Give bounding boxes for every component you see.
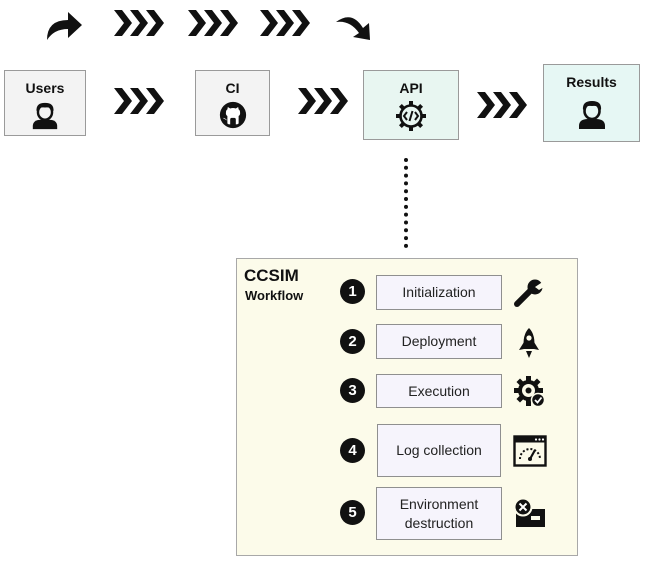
api-node: API (363, 70, 459, 140)
chevrons-icon (475, 90, 527, 120)
chevrons-icon (296, 86, 348, 116)
dashboard-window-icon (513, 435, 547, 467)
panel-subtitle: Workflow (245, 288, 304, 303)
users-node: Users (4, 70, 86, 136)
chevrons-icon (112, 86, 164, 116)
dotted-connector (404, 158, 412, 248)
wrench-icon (514, 279, 544, 307)
results-node: Results (543, 64, 640, 142)
panel-title: CCSIM (244, 266, 299, 285)
step-box-environment-destruction: Environment destruction (376, 487, 502, 540)
chevrons-icon (186, 8, 238, 38)
results-label: Results (566, 74, 617, 90)
step-number-badge: 5 (340, 500, 365, 525)
user-icon (576, 98, 608, 130)
step-number-badge: 4 (340, 438, 365, 463)
step-number-badge: 1 (340, 279, 365, 304)
ci-node: CI (195, 70, 270, 136)
ccsim-workflow-panel: CCSIM Workflow 1 Initialization 2 Deploy… (236, 258, 578, 556)
gear-check-icon (514, 376, 546, 408)
step-box-deployment: Deployment (376, 324, 502, 359)
chevrons-icon (112, 8, 164, 38)
remove-server-icon (513, 497, 545, 527)
user-icon (30, 100, 60, 130)
rocket-icon (519, 328, 539, 358)
ci-label: CI (225, 80, 240, 96)
step-box-log-collection: Log collection (377, 424, 501, 477)
step-number-badge: 2 (340, 329, 365, 354)
users-label: Users (25, 80, 65, 96)
code-gear-icon (396, 101, 426, 131)
github-icon (219, 101, 246, 129)
step-box-execution: Execution (376, 374, 502, 408)
step-box-initialization: Initialization (376, 275, 502, 310)
chevrons-icon (258, 8, 310, 38)
curved-arrow-down-icon (336, 17, 370, 40)
step-number-badge: 3 (340, 378, 365, 403)
api-label: API (399, 80, 423, 96)
curved-arrow-up-icon (47, 12, 82, 40)
